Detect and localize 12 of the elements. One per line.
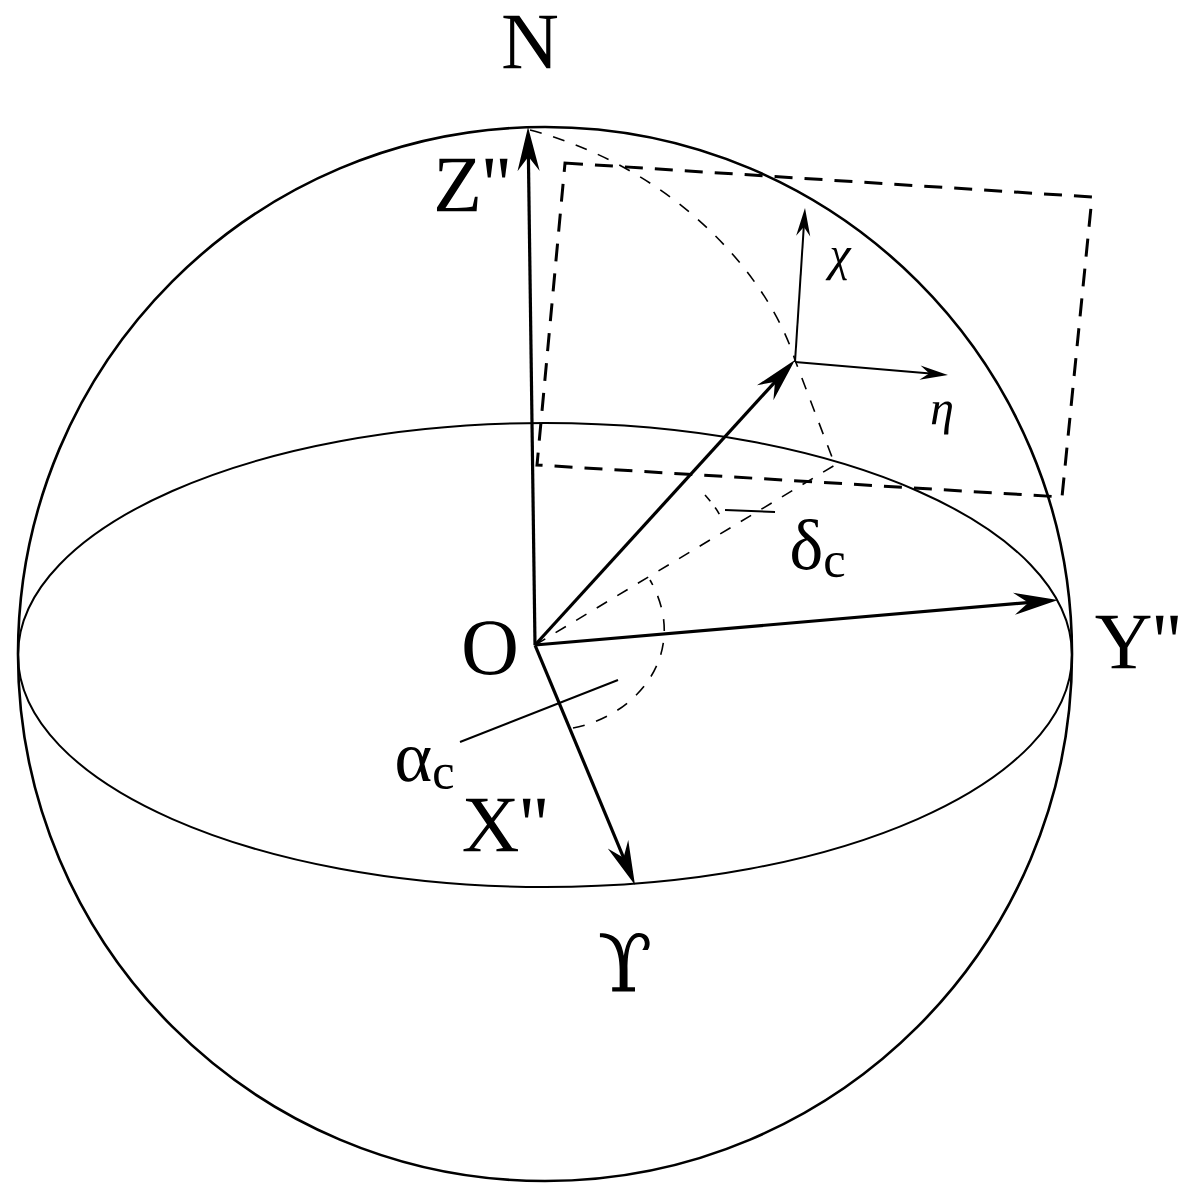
- angle-label: δ$_{c}$: [792, 518, 845, 578]
- axis-label: η: [931, 401, 952, 435]
- axis-label: X'': [463, 798, 545, 852]
- axis-label: Z'': [437, 158, 508, 212]
- angle-label: α$_{c}$: [397, 747, 453, 789]
- leader-line: [459, 679, 619, 743]
- axis-label: O: [464, 621, 516, 675]
- axis-label: ϒ: [599, 933, 650, 992]
- leader-line: [724, 509, 776, 513]
- axis-label: Y'': [1095, 615, 1178, 669]
- axis-label: χ: [825, 247, 852, 281]
- axis-label: N: [503, 15, 558, 69]
